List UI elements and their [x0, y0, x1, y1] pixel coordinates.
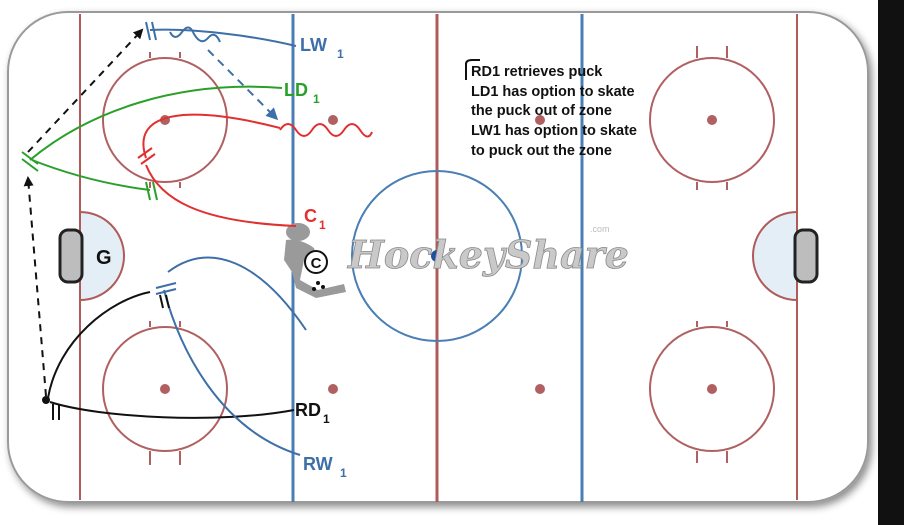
- crease-right: [752, 210, 798, 302]
- rd1-dashed-path: [23, 176, 47, 397]
- neutral-dot-3: [535, 115, 545, 125]
- svg-text:C: C: [304, 206, 317, 226]
- rd1-stop-marker: [52, 404, 60, 420]
- label-lw1: LW 1: [300, 35, 344, 61]
- retrieve-icon: [465, 59, 480, 80]
- lw1-stickhandle: [169, 26, 221, 43]
- svg-text:1: 1: [313, 92, 320, 106]
- svg-text:1: 1: [319, 218, 326, 232]
- label-c1: C 1: [304, 206, 326, 232]
- label-ld1: LD 1: [284, 80, 320, 106]
- coach-symbol: C: [311, 255, 322, 272]
- watermark-suffix: .com: [590, 224, 610, 234]
- c1-path: [142, 113, 281, 159]
- rd1-skate-path: [49, 401, 295, 419]
- faceoff-circle-right-bottom: [649, 321, 775, 463]
- ld1-pass-path: [31, 159, 151, 191]
- lw1-path: [149, 28, 297, 47]
- rw1-pickup-marker: [159, 294, 170, 309]
- rd1-pass-path: [47, 291, 151, 399]
- drill-notes: RD1 retrieves puck LD1 has option to ska…: [471, 64, 637, 159]
- crease-left: [79, 210, 125, 302]
- lw1-dashed-path: [207, 49, 279, 121]
- side-strip: [878, 0, 904, 525]
- faceoff-circle-right-top: [649, 46, 775, 190]
- rw1-curl-path: [167, 256, 307, 331]
- coach-circle-icon: [304, 250, 328, 274]
- c1-drive-path: [145, 164, 297, 227]
- note-line-2: LD1 has option to skate: [471, 84, 635, 100]
- note-line-4: LW1 has option to skate: [471, 123, 637, 139]
- faceoff-circle-left-bottom: [102, 321, 228, 465]
- neutral-dot-2: [328, 384, 338, 394]
- svg-text:LW: LW: [300, 35, 327, 55]
- ld1-path: [29, 85, 283, 161]
- label-rd1: RD 1: [295, 400, 330, 426]
- neutral-dot-4: [535, 384, 545, 394]
- svg-text:LD: LD: [284, 80, 308, 100]
- rd1-puck: [42, 396, 50, 404]
- c1-skate-wave: [279, 123, 373, 138]
- rw1-stop-marker: [155, 282, 177, 295]
- svg-text:1: 1: [323, 412, 330, 426]
- rd1-dashed-pass: [27, 28, 144, 153]
- svg-text:1: 1: [340, 466, 347, 480]
- svg-text:RD: RD: [295, 400, 321, 420]
- faceoff-circle-left-top: [102, 52, 228, 188]
- ld1-receive-marker: [145, 181, 158, 201]
- center-circle: [351, 170, 523, 342]
- goal-left: [58, 228, 84, 284]
- svg-text:RW: RW: [303, 454, 333, 474]
- note-line-1: RD1 retrieves puck: [471, 64, 603, 80]
- goalie-label: G: [96, 247, 112, 269]
- label-rw1: RW 1: [303, 454, 347, 480]
- lw1-stop-marker: [145, 21, 157, 41]
- faceoff-dot-lb: [160, 384, 170, 394]
- ld1-stop-marker: [21, 151, 39, 172]
- neutral-dot-1: [328, 115, 338, 125]
- note-line-5: to puck out the zone: [471, 143, 612, 159]
- faceoff-dot-rb: [707, 384, 717, 394]
- rw1-path: [163, 289, 301, 456]
- faceoff-dot-rt: [707, 115, 717, 125]
- puck-icon: [312, 281, 325, 291]
- goal-right: [793, 228, 819, 284]
- watermark-text: HockeyShare: [347, 232, 629, 277]
- svg-text:1: 1: [337, 47, 344, 61]
- note-line-3: the puck out of zone: [471, 103, 612, 119]
- c1-stop-marker: [137, 147, 156, 165]
- center-dot: [431, 250, 443, 262]
